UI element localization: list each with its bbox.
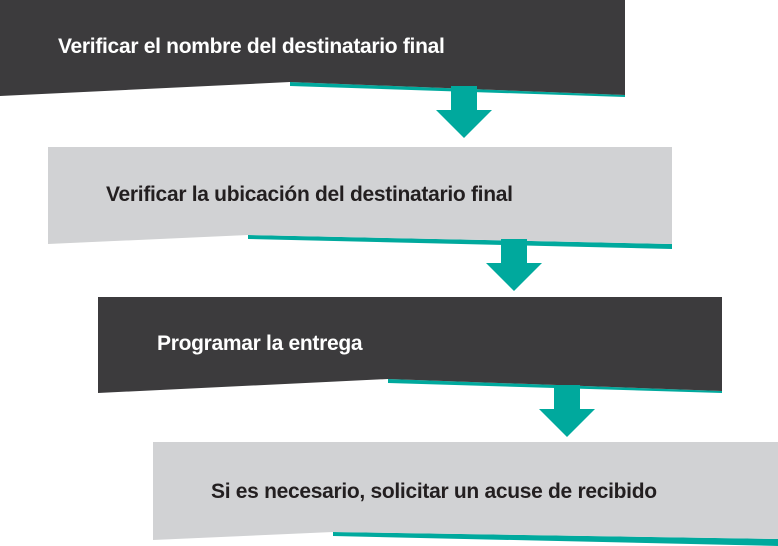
arrow-down-icon bbox=[486, 239, 542, 293]
step-box-verify-name: Verificar el nombre del destinatario fin… bbox=[0, 0, 625, 100]
step-label: Verificar el nombre del destinatario fin… bbox=[58, 35, 445, 58]
step-box-schedule-delivery: Programar la entrega bbox=[98, 297, 722, 397]
step-label: Verificar la ubicación del destinatario … bbox=[106, 183, 513, 206]
step-box-shape bbox=[153, 442, 778, 546]
step-label: Si es necesario, solicitar un acuse de r… bbox=[211, 480, 657, 503]
step-box-shape bbox=[48, 147, 672, 249]
arrow-shape bbox=[539, 385, 595, 437]
arrow-shape bbox=[486, 239, 542, 291]
arrow-down-icon bbox=[539, 385, 595, 439]
arrow-shape bbox=[436, 86, 492, 138]
step-box-request-receipt: Si es necesario, solicitar un acuse de r… bbox=[153, 442, 778, 546]
step-box-verify-location: Verificar la ubicación del destinatario … bbox=[48, 147, 672, 249]
arrow-down-icon bbox=[436, 86, 492, 140]
step-label: Programar la entrega bbox=[157, 332, 363, 355]
